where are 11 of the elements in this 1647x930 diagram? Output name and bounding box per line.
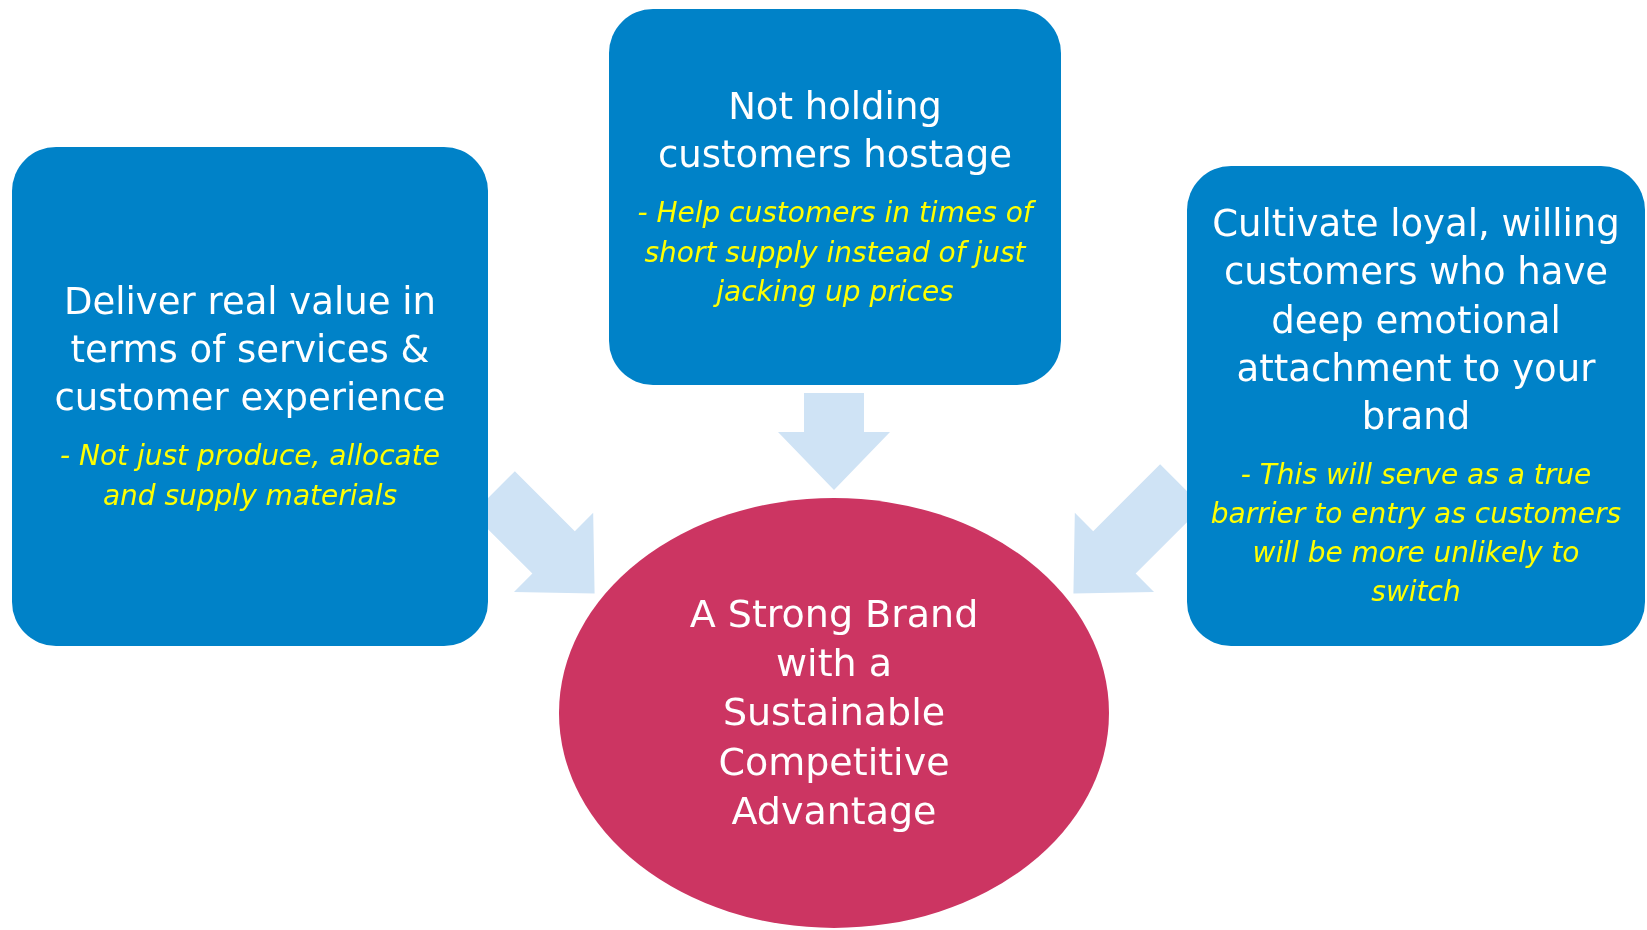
node-note: - This will serve as a true barrier to entry as customers will be more unlikely to switch	[1209, 456, 1623, 611]
node-heading: Not holding customers hostage	[656, 84, 1014, 179]
node-heading: A Strong Brand with a Sustainable Competitive Advantage	[688, 590, 980, 836]
node-heading: Deliver real value in terms of services & customer experience	[53, 279, 447, 422]
node-note: - Not just produce, allocate and supply materials	[59, 438, 441, 514]
rounded-box	[1187, 166, 1645, 646]
rounded-box	[609, 9, 1061, 385]
rounded-box	[12, 147, 488, 646]
node-note: - Help customers in times of short supply instead of just jacking up prices	[631, 193, 1039, 311]
node-heading: Cultivate loyal, willing customers who have deep emotional attachment to your brand	[1211, 201, 1621, 440]
block-arrow	[778, 393, 890, 490]
